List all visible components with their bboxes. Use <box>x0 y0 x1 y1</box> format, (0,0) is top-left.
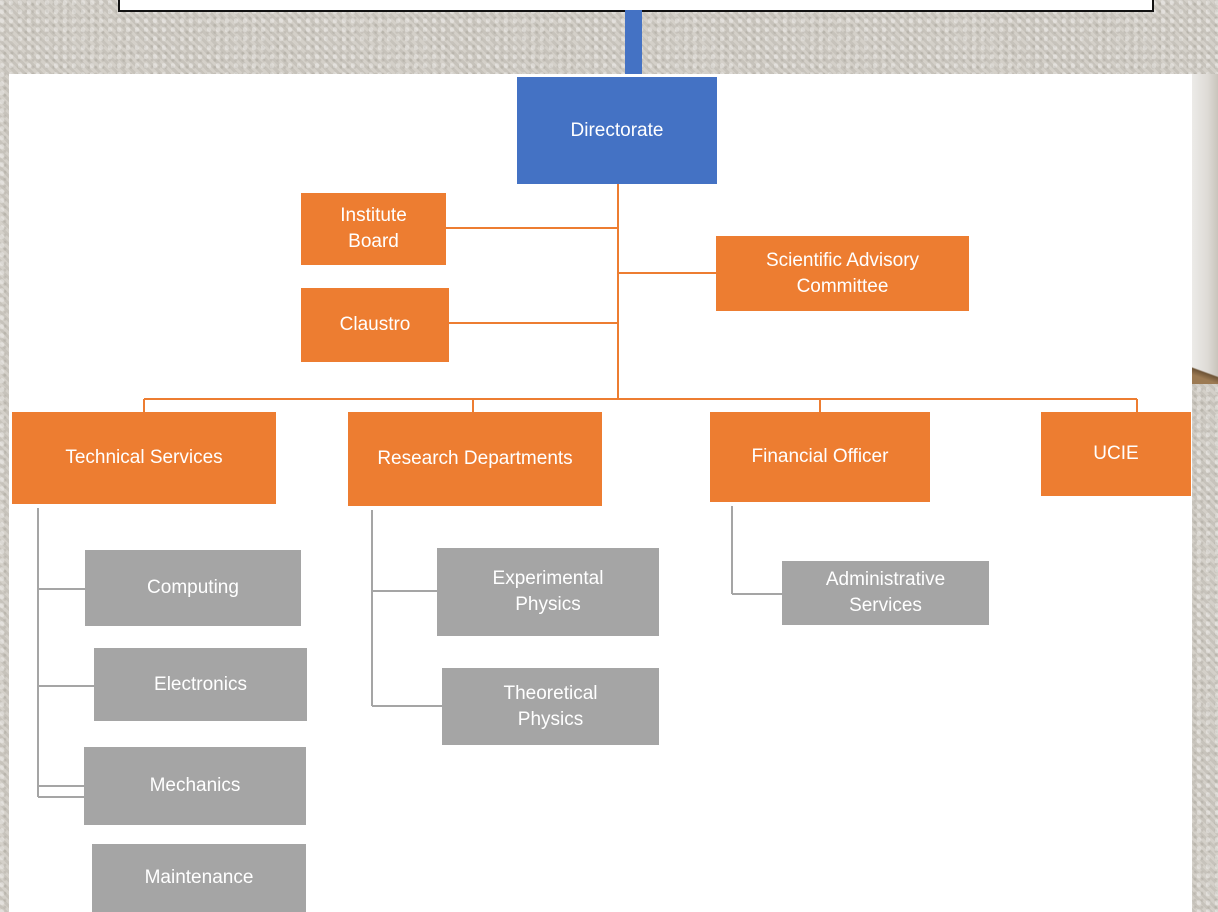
mechanics-box: Mechanics <box>84 747 306 825</box>
directorate-box: Directorate <box>517 77 717 184</box>
ucie-box: UCIE <box>1041 412 1191 496</box>
claustro-box: Claustro <box>301 288 449 362</box>
financial-officer-box: Financial Officer <box>710 412 930 502</box>
top-connector <box>625 10 642 75</box>
scientific-advisory-committee-box: Scientific Advisory Committee <box>716 236 969 311</box>
institute-board-box: Institute Board <box>301 193 446 265</box>
administrative-services-box: Administrative Services <box>782 561 989 625</box>
background-photo-edge <box>1192 74 1218 384</box>
research-departments-box: Research Departments <box>348 412 602 506</box>
computing-box: Computing <box>85 550 301 626</box>
electronics-box: Electronics <box>94 648 307 721</box>
experimental-physics-box: Experimental Physics <box>437 548 659 636</box>
theoretical-physics-box: Theoretical Physics <box>442 668 659 745</box>
technical-services-box: Technical Services <box>12 412 276 504</box>
maintenance-box: Maintenance <box>92 844 306 912</box>
